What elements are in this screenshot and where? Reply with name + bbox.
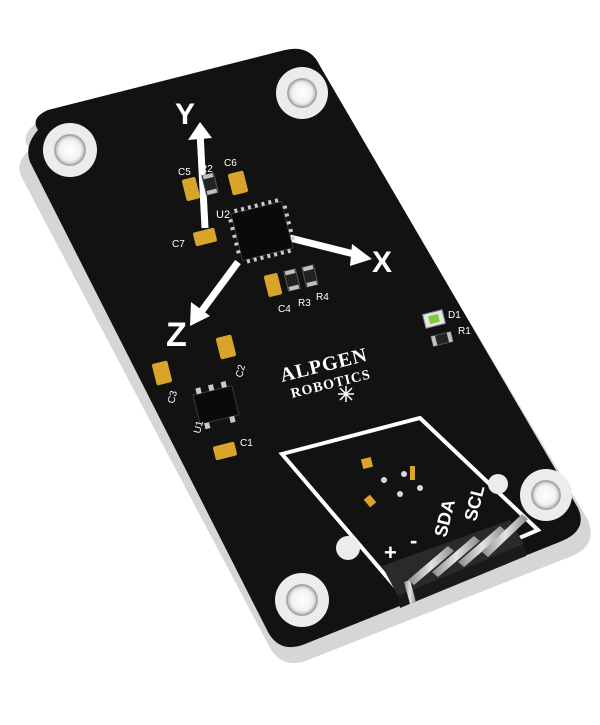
mounting-holes	[43, 67, 572, 627]
pcb-board	[19, 48, 591, 664]
c1-label: C1	[240, 438, 253, 449]
smd-capacitors-left	[152, 334, 236, 386]
c5-label: C5	[178, 167, 191, 178]
smd-components-top	[181, 170, 248, 201]
sun-logo-icon	[338, 386, 354, 402]
z-axis-label: Z	[166, 316, 187, 354]
regulator-chip-u1	[192, 380, 240, 430]
smd-components-bottom	[263, 264, 319, 297]
u1-label: U1	[192, 419, 206, 434]
smd-capacitor-c7	[193, 227, 217, 247]
r1-label: R1	[458, 326, 471, 337]
c2-label: C2	[234, 363, 248, 378]
led-d1	[421, 309, 447, 329]
pin-label-minus: -	[410, 528, 417, 553]
resistor-r1	[430, 331, 454, 347]
u2-label: U2	[216, 209, 230, 221]
c4-label: C4	[278, 304, 291, 315]
y-axis-label: Y	[175, 98, 195, 131]
header-pins	[404, 514, 528, 604]
z-axis-arrow	[195, 259, 241, 319]
smd-capacitor-c1	[213, 441, 237, 461]
pin-header-connector	[382, 514, 528, 608]
x-axis-label: X	[372, 246, 392, 279]
c7-label: C7	[172, 239, 185, 250]
sensor-chip-u2	[228, 198, 295, 264]
x-axis-arrow	[289, 234, 363, 260]
r2-label: R2	[200, 164, 213, 175]
d1-label: D1	[448, 310, 461, 321]
mounting-hole-bottom-right	[520, 469, 572, 521]
pin-label-plus: +	[384, 540, 397, 565]
connector-outline	[278, 415, 542, 593]
r4-label: R4	[316, 292, 329, 303]
mounting-hole-bottom-left	[275, 573, 329, 627]
solder-pads	[360, 456, 423, 508]
c6-label: C6	[224, 158, 237, 169]
pcb-surface	[28, 48, 581, 648]
r3-label: R3	[298, 298, 311, 309]
c3-label: C3	[166, 389, 180, 404]
mounting-hole-top-left	[43, 123, 97, 177]
mounting-hole-top-right	[276, 67, 328, 119]
